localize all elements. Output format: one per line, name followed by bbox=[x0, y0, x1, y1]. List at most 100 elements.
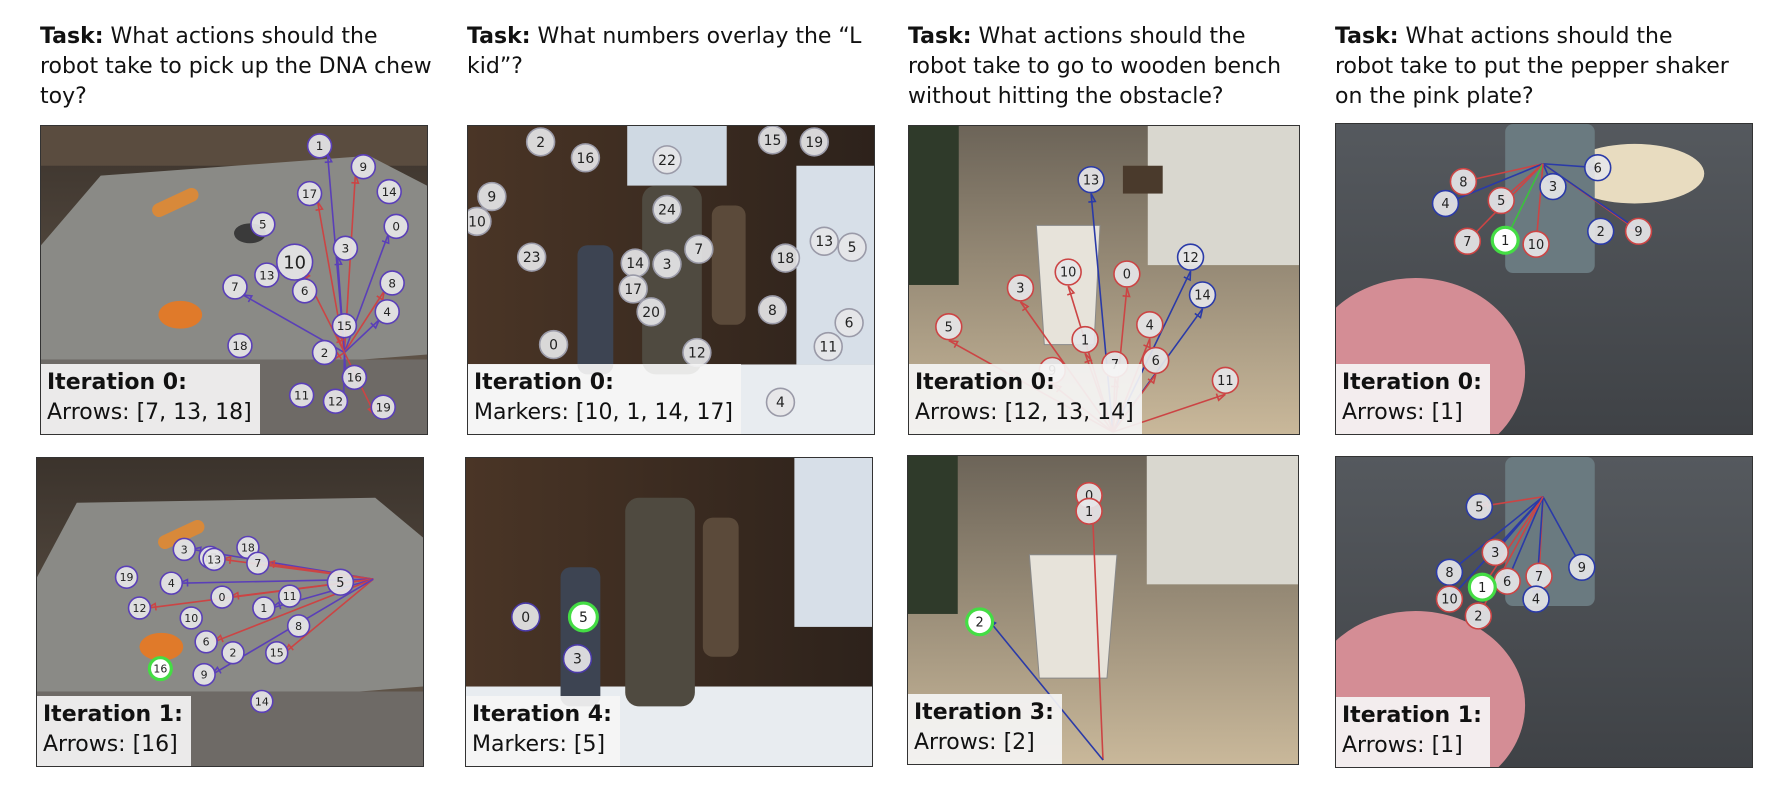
action-arrow bbox=[1481, 496, 1544, 588]
marker-5: 5 bbox=[1487, 186, 1515, 215]
marker-label: 6 bbox=[1503, 575, 1511, 590]
arrowhead bbox=[351, 174, 360, 184]
marker-label: 8 bbox=[388, 276, 396, 290]
marker-9: 9 bbox=[1568, 553, 1596, 581]
panel-iteration-1: 5 3 8 7 9 6 1 10 4 2 Iteration 1: Arrows: [1] bbox=[1335, 456, 1753, 768]
marker-4: 4 bbox=[1431, 189, 1460, 218]
marker-3: 3 bbox=[332, 235, 359, 261]
marker-label: 23 bbox=[523, 250, 541, 266]
marker-label: 6 bbox=[301, 284, 309, 298]
marker-5: 5 bbox=[1465, 492, 1494, 521]
marker-label: 7 bbox=[1463, 235, 1471, 250]
child-figure bbox=[577, 245, 614, 375]
arrowhead bbox=[376, 290, 386, 302]
marker-22: 22 bbox=[652, 145, 682, 175]
marker-6: 6 bbox=[1493, 567, 1521, 595]
marker-3: 3 bbox=[1006, 274, 1035, 302]
result-label: Arrows: [1] bbox=[1342, 400, 1463, 425]
marker-2: 2 bbox=[1586, 217, 1615, 246]
marker-4: 4 bbox=[374, 299, 400, 325]
marker-label: 8 bbox=[1445, 566, 1453, 581]
marker-4: 4 bbox=[1136, 310, 1164, 339]
marker-label: 3 bbox=[663, 257, 672, 273]
marker-13: 13 bbox=[809, 226, 839, 256]
result-label: Markers: [5] bbox=[472, 732, 606, 757]
marker-label: 5 bbox=[945, 320, 953, 335]
marker-0: 0 bbox=[383, 213, 409, 240]
marker-4: 4 bbox=[1522, 585, 1550, 613]
marker-label: 3 bbox=[181, 543, 188, 556]
marker-12: 12 bbox=[127, 596, 152, 620]
marker-13: 13 bbox=[1077, 165, 1105, 194]
arrowhead bbox=[315, 201, 324, 212]
marker-label: 7 bbox=[231, 280, 239, 294]
iteration-label: Iteration 0: bbox=[474, 370, 614, 395]
caption: Iteration 0: Markers: [10, 1, 14, 17] bbox=[468, 364, 742, 434]
marker-label: 3 bbox=[342, 242, 350, 256]
marker-12: 12 bbox=[322, 388, 349, 414]
marker-8: 8 bbox=[379, 270, 405, 296]
marker-3: 3 bbox=[172, 537, 196, 562]
marker-label: 10 bbox=[1441, 593, 1457, 608]
marker-label: 4 bbox=[1146, 318, 1154, 333]
marker-label: 11 bbox=[294, 389, 309, 403]
dna-chew-toy bbox=[139, 632, 184, 661]
marker-5: 5 bbox=[837, 232, 867, 262]
marker-1: 1 bbox=[1071, 325, 1099, 354]
marker-label: 1 bbox=[1501, 234, 1509, 249]
task-prompt: Task: What actions should the robot take… bbox=[908, 22, 1303, 112]
marker-6: 6 bbox=[194, 630, 218, 654]
iteration-label: Iteration 1: bbox=[1342, 703, 1482, 728]
marker-label: 5 bbox=[579, 610, 588, 626]
task-prompt: Task: What actions should the robot take… bbox=[1335, 22, 1730, 112]
iteration-label: Iteration 3: bbox=[914, 700, 1054, 725]
task-text: What numbers overlay the “L kid”? bbox=[467, 24, 862, 79]
marker-6: 6 bbox=[291, 278, 318, 304]
arrowhead bbox=[1183, 271, 1192, 282]
marker-4: 4 bbox=[765, 387, 796, 417]
marker-label: 10 bbox=[1060, 266, 1076, 281]
action-arrow bbox=[284, 578, 374, 654]
marker-label: 3 bbox=[1491, 546, 1499, 561]
marker-label: 11 bbox=[819, 340, 837, 356]
marker-label: 13 bbox=[1083, 173, 1099, 188]
marker-label: 15 bbox=[764, 133, 782, 149]
marker-label: 11 bbox=[1217, 374, 1233, 389]
panel-iteration-1: 317131871945011121018621516914 Iteration… bbox=[36, 457, 424, 767]
action-arrow bbox=[1445, 163, 1544, 205]
marker-label: 1 bbox=[1478, 581, 1486, 596]
marker-6: 6 bbox=[1584, 154, 1612, 182]
marker-9: 9 bbox=[350, 154, 377, 180]
marker-2: 2 bbox=[1464, 602, 1493, 630]
marker-2: 2 bbox=[525, 127, 556, 157]
adult-figure bbox=[625, 497, 695, 707]
result-label: Arrows: [1] bbox=[1342, 733, 1463, 758]
adult-figure bbox=[642, 185, 702, 375]
marker-3: 3 bbox=[1481, 538, 1509, 567]
caption: Iteration 0:Arrows: [1] bbox=[1336, 364, 1490, 434]
marker-10: 10 bbox=[1054, 258, 1082, 286]
result-label: Arrows: [7, 13, 18] bbox=[47, 400, 252, 425]
marker-12: 12 bbox=[1176, 243, 1205, 271]
marker-label: 12 bbox=[328, 395, 343, 409]
dna-chew-toy bbox=[158, 300, 203, 329]
marker-label: 18 bbox=[777, 251, 795, 267]
marker-1: 1 bbox=[1467, 572, 1497, 602]
action-arrow bbox=[1091, 500, 1104, 761]
action-arrow bbox=[1448, 496, 1544, 573]
marker-label: 10 bbox=[1528, 238, 1544, 253]
marker-label: 5 bbox=[1475, 500, 1483, 515]
marker-label: 0 bbox=[219, 591, 226, 604]
result-label: Markers: [10, 1, 14, 17] bbox=[474, 400, 734, 425]
marker-label: 16 bbox=[347, 371, 362, 385]
marker-2: 2 bbox=[221, 641, 245, 665]
marker-label: 5 bbox=[259, 218, 267, 232]
marker-label: 7 bbox=[694, 242, 703, 258]
task-text: What actions should the robot take to pu… bbox=[1335, 24, 1729, 109]
marker-label: 7 bbox=[1535, 570, 1543, 585]
column-l-kid: Task: What numbers overlay the “L kid”? … bbox=[465, 0, 875, 800]
marker-17: 17 bbox=[296, 180, 323, 207]
marker-18: 18 bbox=[227, 332, 253, 359]
marker-label: 4 bbox=[1441, 197, 1449, 212]
